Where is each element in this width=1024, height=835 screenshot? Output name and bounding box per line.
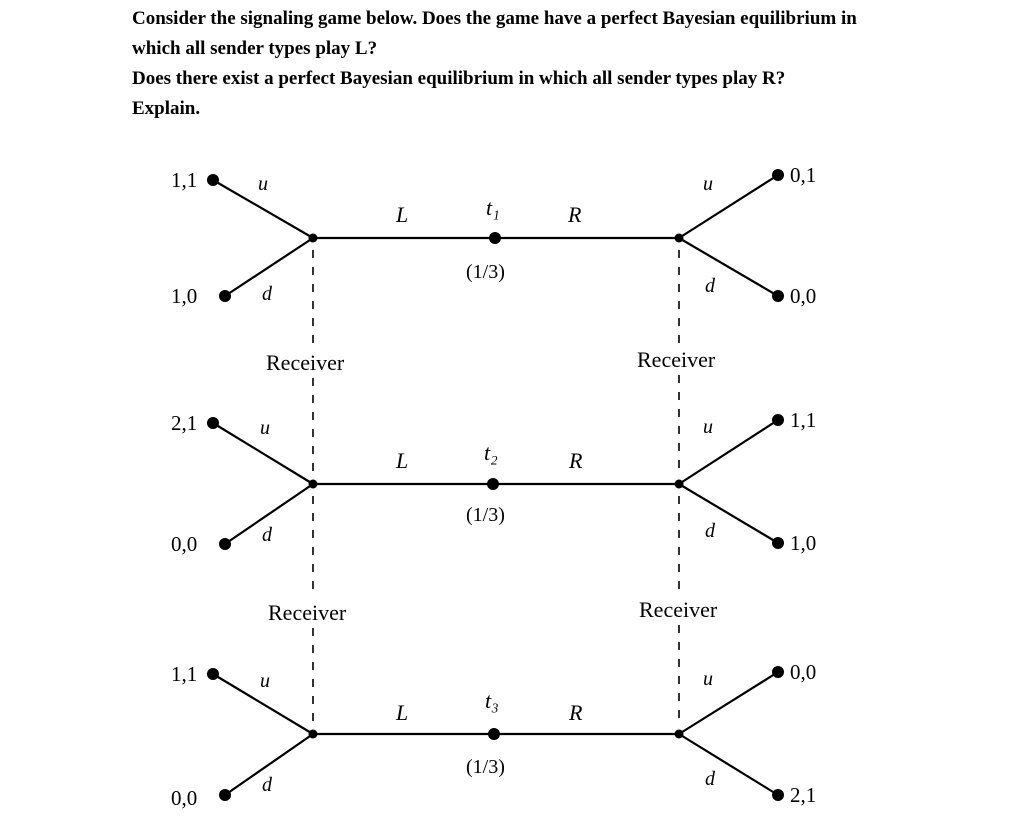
t3-left-d-label: d: [262, 774, 273, 796]
t2-right-receiver-node: [674, 479, 684, 489]
t2-payoff-L-u: 2,1: [171, 411, 197, 435]
t2-right-d-edge: [678, 483, 779, 544]
t3-terminal-L-u: [207, 668, 219, 680]
t1-payoff-L-u: 1,1: [171, 168, 197, 192]
t2-right-d-label: d: [705, 520, 716, 542]
t1-right-u-label: u: [703, 173, 713, 195]
t2-left-receiver-node: [308, 479, 318, 489]
t3-message-R-label: R: [568, 700, 583, 725]
receiver-label-right-upper: Receiver: [637, 347, 716, 372]
t1-nature-node: [489, 232, 501, 244]
question-text: Consider the signaling game below. Does …: [132, 4, 1012, 124]
t1-right-d-label: d: [705, 275, 716, 297]
t2-payoff-R-u: 1,1: [790, 408, 816, 432]
t1-prior-prob: (1/3): [466, 261, 505, 283]
t2-terminal-R-d: [772, 537, 784, 549]
t1-left-u-label: u: [258, 173, 268, 195]
t3-left-d-edge: [224, 733, 314, 796]
t2-left-d-label: d: [262, 524, 273, 546]
t1-terminal-L-u: [207, 174, 219, 186]
t1-left-d-edge: [224, 237, 314, 297]
t2-terminal-L-d: [219, 538, 231, 550]
t1-message-L-label: L: [395, 202, 408, 227]
t2-message-L-label: L: [395, 448, 408, 473]
t3-message-L-label: L: [395, 700, 408, 725]
t1-type-label: t₁: [486, 195, 500, 220]
t2-terminal-L-u: [207, 417, 219, 429]
t3-right-u-edge: [678, 671, 779, 735]
t3-left-u-edge: [212, 673, 314, 735]
t3-prior-prob: (1/3): [466, 756, 505, 778]
t1-left-receiver-node: [308, 233, 318, 243]
receiver-label-right-lower: Receiver: [639, 597, 718, 622]
t3-right-d-edge: [678, 733, 779, 796]
t1-payoff-R-u: 0,1: [790, 163, 816, 187]
receiver-label-left-lower: Receiver: [268, 600, 347, 625]
t1-payoff-R-d: 0,0: [790, 284, 816, 308]
t1-left-u-edge: [212, 179, 314, 239]
t3-payoff-L-u: 1,1: [171, 662, 197, 686]
type-row-t3: 1,1 0,0 0,0 2,1 u d u d L R t₃ (1/3): [171, 660, 816, 810]
t3-terminal-R-d: [772, 789, 784, 801]
t1-right-receiver-node: [674, 233, 684, 243]
type-row-t1: 1,1 1,0 0,1 0,0 u d u d L R t₁ (1/3): [171, 163, 816, 308]
t1-payoff-L-d: 1,0: [171, 284, 197, 308]
t3-payoff-R-u: 0,0: [790, 660, 816, 684]
t1-terminal-L-d: [219, 290, 231, 302]
t2-message-R-label: R: [568, 448, 583, 473]
t2-type-label: t₂: [484, 440, 498, 465]
t3-left-u-label: u: [260, 670, 270, 692]
t3-payoff-R-d: 2,1: [790, 783, 816, 807]
t1-left-d-label: d: [262, 283, 273, 305]
type-row-t2: 2,1 0,0 1,1 1,0 u d u d L R t₂ (1/3): [171, 408, 816, 556]
t2-prior-prob: (1/3): [466, 504, 505, 526]
question-line-3: Does there exist a perfect Bayesian equi…: [132, 68, 786, 89]
t3-right-d-label: d: [705, 768, 716, 790]
t2-payoff-L-d: 0,0: [171, 532, 197, 556]
t1-terminal-R-d: [772, 290, 784, 302]
t1-message-R-label: R: [567, 202, 582, 227]
t3-payoff-L-d: 0,0: [171, 786, 197, 810]
t1-terminal-R-u: [772, 169, 784, 181]
t2-left-u-label: u: [260, 417, 270, 439]
t2-right-u-edge: [678, 419, 779, 485]
t2-left-u-edge: [212, 422, 314, 485]
t2-nature-node: [487, 478, 499, 490]
t3-terminal-R-u: [772, 666, 784, 678]
t3-nature-node: [488, 728, 500, 740]
t2-left-d-edge: [224, 483, 314, 545]
receiver-label-left-upper: Receiver: [266, 350, 345, 375]
t1-right-d-edge: [678, 237, 779, 297]
t1-right-u-edge: [678, 174, 779, 239]
question-line-2: which all sender types play L?: [132, 38, 378, 59]
t2-right-u-label: u: [703, 416, 713, 438]
t3-right-receiver-node: [674, 729, 684, 739]
t3-left-receiver-node: [308, 729, 318, 739]
question-line-1: Consider the signaling game below. Does …: [132, 8, 857, 29]
t3-type-label: t₃: [485, 688, 499, 713]
t3-terminal-L-d: [219, 789, 231, 801]
t2-payoff-R-d: 1,0: [790, 531, 816, 555]
question-line-4: Explain.: [132, 98, 201, 119]
t2-terminal-R-u: [772, 414, 784, 426]
t3-right-u-label: u: [703, 668, 713, 690]
